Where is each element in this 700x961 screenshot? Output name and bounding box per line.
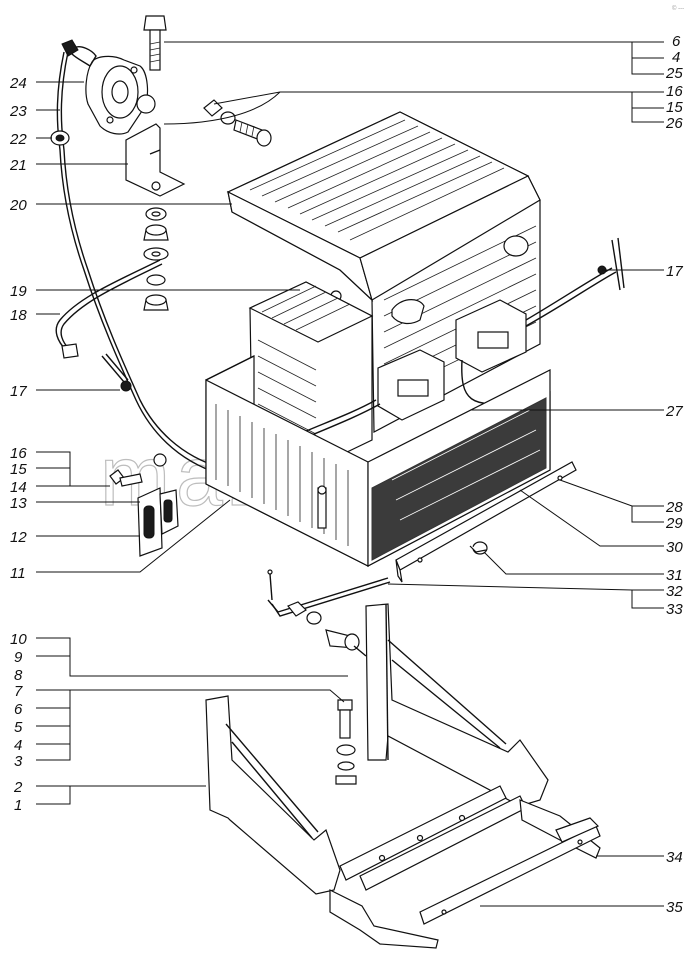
callout-labels: 24 23 22 21 20 19 18 17 16 15 14 13 12 1…	[9, 33, 683, 916]
part-battery-box	[205, 355, 551, 567]
callout-19: 19	[10, 283, 27, 300]
callout-1: 1	[14, 797, 22, 814]
callout-22: 22	[9, 131, 27, 148]
part-tie-rod	[267, 569, 391, 617]
part-bracket	[125, 123, 186, 197]
part-hardware-stack	[143, 207, 169, 311]
callout-18: 18	[10, 307, 27, 324]
callout-30: 30	[666, 539, 683, 556]
callout-11: 11	[10, 565, 26, 582]
callout-35: 35	[666, 899, 683, 916]
part-cable-long	[50, 51, 247, 475]
callout-34: 34	[666, 849, 683, 866]
callout-9: 9	[14, 649, 23, 666]
callout-2: 2	[13, 779, 23, 796]
callout-15-left: 15	[10, 461, 27, 478]
callout-32: 32	[666, 583, 683, 600]
callout-33: 33	[666, 601, 683, 618]
callout-8: 8	[14, 667, 23, 684]
part-angle-strip	[395, 461, 577, 583]
callout-26: 26	[665, 115, 683, 132]
callout-6-right: 6	[672, 33, 681, 50]
callout-17-left: 17	[10, 383, 27, 400]
part-frame-hardware	[287, 601, 367, 785]
part-connector-socket	[137, 487, 179, 557]
callout-14: 14	[10, 479, 27, 496]
callout-31: 31	[666, 567, 683, 584]
callout-16-left: 16	[10, 445, 27, 462]
parts-drawing	[50, 15, 625, 949]
callout-24: 24	[9, 75, 27, 92]
callout-3: 3	[14, 753, 23, 770]
part-ground-cable	[55, 259, 163, 359]
callout-10: 10	[10, 631, 27, 648]
callout-13: 13	[10, 495, 27, 512]
callout-16-right: 16	[666, 83, 683, 100]
corner-mark: © ---	[672, 5, 684, 12]
leader-lines	[36, 41, 664, 907]
part-knob	[469, 541, 488, 555]
callout-17-right: 17	[666, 263, 683, 280]
callout-7: 7	[14, 683, 23, 700]
part-cable-clip	[101, 353, 132, 392]
callout-4-right: 4	[672, 49, 680, 66]
callout-21: 21	[9, 157, 27, 174]
part-mounting-frame	[205, 603, 601, 949]
callout-20: 20	[9, 197, 27, 214]
callout-6-left: 6	[14, 701, 23, 718]
callout-28: 28	[665, 499, 683, 516]
part-mid-bolt	[203, 99, 272, 147]
callout-29: 29	[665, 515, 683, 532]
callout-4-left: 4	[14, 737, 22, 754]
callout-25: 25	[665, 65, 683, 82]
callout-27: 27	[665, 403, 683, 420]
part-terminal-clamps	[249, 237, 625, 463]
callout-15-right: 15	[666, 99, 683, 116]
part-top-bolt	[143, 15, 167, 71]
callout-12: 12	[10, 529, 27, 546]
callout-23: 23	[9, 103, 27, 120]
part-remote-switch	[61, 39, 156, 135]
callout-5: 5	[14, 719, 23, 736]
part-small-bolt	[109, 453, 167, 487]
